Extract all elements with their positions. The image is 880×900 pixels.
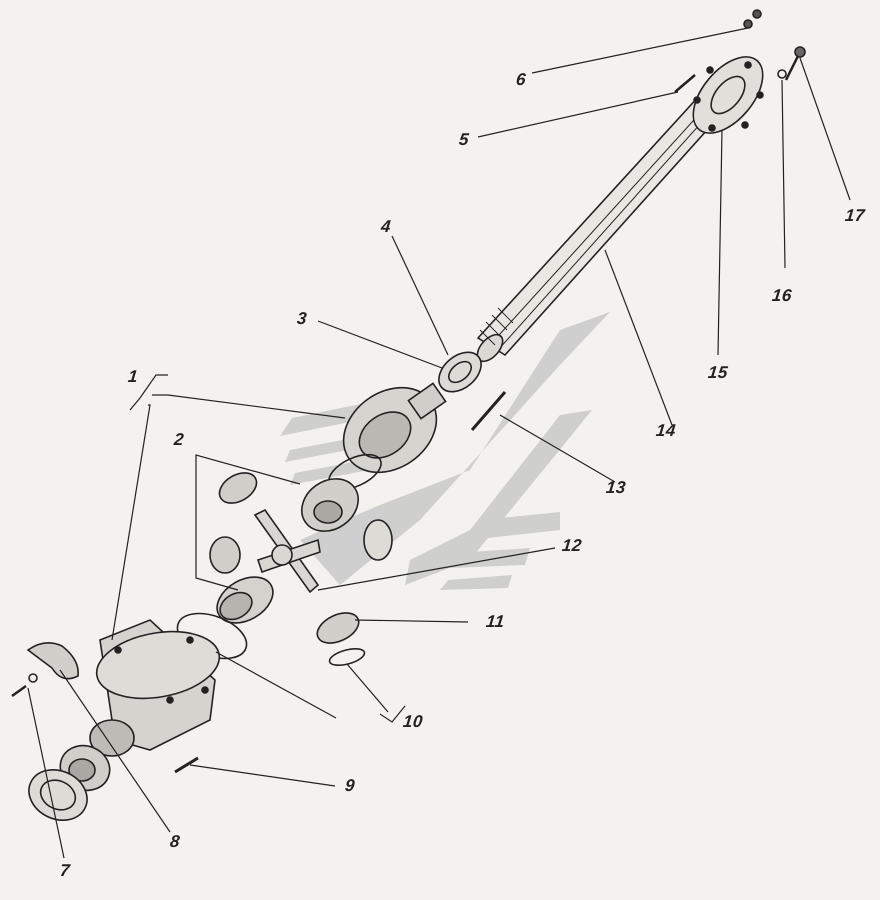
pinion-gear bbox=[316, 612, 360, 644]
callout-10: 10 bbox=[402, 712, 424, 731]
leader-1-lower bbox=[111, 404, 151, 641]
callout-3: 3 bbox=[296, 309, 309, 328]
lower-side-gear bbox=[216, 576, 274, 624]
case-bolt bbox=[470, 391, 507, 431]
leader-12 bbox=[317, 547, 556, 591]
leader-3 bbox=[317, 320, 443, 369]
leader-10-a bbox=[215, 651, 337, 719]
callout-17: 17 bbox=[844, 206, 866, 225]
differential-spider bbox=[253, 508, 321, 594]
bearing-cup-inner bbox=[39, 779, 77, 811]
leader-10-b bbox=[346, 663, 389, 713]
case-half-lower bbox=[89, 619, 221, 757]
leader-15 bbox=[717, 129, 723, 356]
lock-plate bbox=[26, 642, 79, 680]
leader-lines bbox=[27, 27, 851, 859]
leader-2-lower bbox=[195, 458, 239, 591]
callout-13: 13 bbox=[605, 478, 627, 497]
pinion-gear bbox=[209, 536, 241, 574]
bearing-cup bbox=[28, 769, 88, 821]
callout-12: 12 bbox=[561, 536, 583, 555]
watermark-logo bbox=[280, 312, 610, 590]
callout-14: 14 bbox=[655, 421, 677, 440]
callout-2: 2 bbox=[173, 430, 186, 449]
side-gear bbox=[301, 478, 359, 532]
callout-15: 15 bbox=[707, 363, 729, 382]
lock-screw bbox=[11, 684, 27, 698]
leader-1-upper bbox=[152, 394, 346, 419]
flange-nut bbox=[752, 9, 762, 19]
leader-13 bbox=[499, 414, 616, 483]
axle-shaft bbox=[476, 93, 727, 363]
bolt-head bbox=[794, 46, 806, 58]
callout-16: 16 bbox=[771, 286, 793, 305]
callout-4: 4 bbox=[380, 217, 393, 236]
parts-linework bbox=[11, 9, 806, 821]
leader-8 bbox=[59, 669, 171, 833]
callout-5: 5 bbox=[458, 130, 471, 149]
axle-flange bbox=[692, 56, 764, 134]
callout-9: 9 bbox=[344, 776, 357, 795]
shaft-bearing bbox=[438, 351, 482, 393]
leader-9 bbox=[189, 764, 336, 787]
leader-16 bbox=[781, 79, 786, 269]
pinion-gear bbox=[218, 472, 258, 504]
leader-5 bbox=[477, 91, 679, 138]
pinion-gear bbox=[363, 519, 393, 561]
bracket-1 bbox=[129, 374, 168, 411]
flange-stud bbox=[674, 74, 696, 93]
callout-11: 11 bbox=[485, 612, 506, 631]
leader-4 bbox=[391, 235, 449, 356]
leader-2-upper bbox=[195, 454, 301, 485]
callout-1: 1 bbox=[127, 367, 140, 386]
leader-7 bbox=[27, 687, 65, 859]
callout-6: 6 bbox=[515, 70, 528, 89]
callout-8: 8 bbox=[169, 832, 182, 851]
case-half bbox=[342, 382, 447, 474]
case-bolt bbox=[174, 756, 199, 774]
callout-7: 7 bbox=[59, 861, 72, 880]
flange-nut bbox=[743, 19, 753, 29]
washer bbox=[777, 69, 787, 79]
lock-washer bbox=[28, 673, 38, 683]
leader-11 bbox=[354, 619, 469, 623]
leader-6 bbox=[531, 27, 749, 74]
leader-14 bbox=[604, 249, 673, 426]
bracket-10 bbox=[379, 705, 406, 723]
leader-17 bbox=[799, 57, 851, 201]
pinion-washer bbox=[328, 647, 366, 667]
